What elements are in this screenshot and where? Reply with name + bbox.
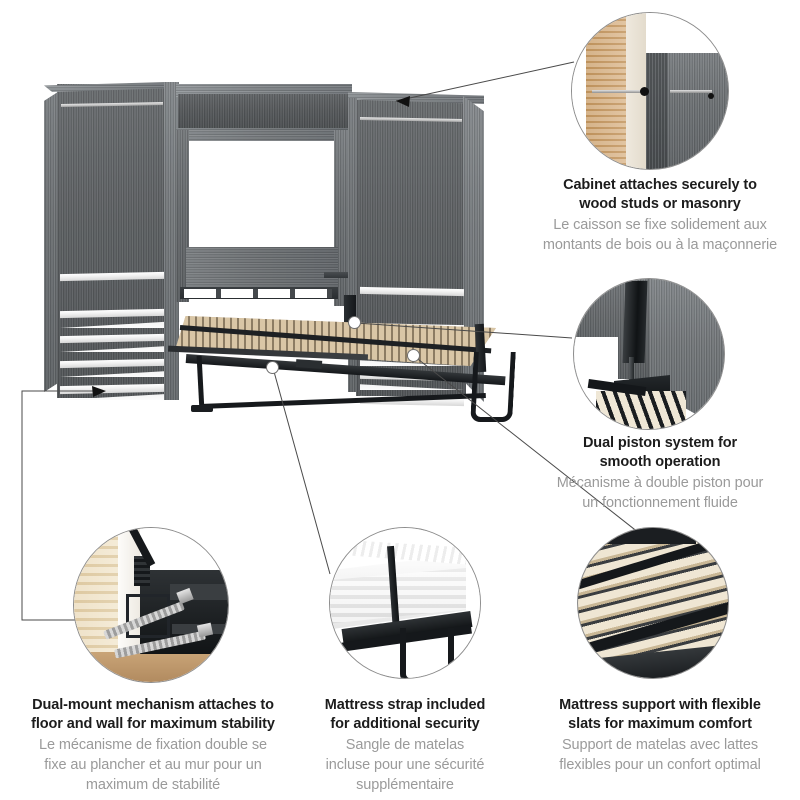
bed-leg-front-bar xyxy=(199,393,486,409)
callout-dot-slats[interactable] xyxy=(407,349,420,362)
wood-floor xyxy=(74,652,228,682)
caption-dual-mount: Dual-mount mechanism attaches to floor a… xyxy=(8,696,298,795)
caption-fr-line2: flexibles pour un confort optimal xyxy=(559,756,761,773)
piston-cylinder xyxy=(622,281,648,363)
cabinet-open-recess xyxy=(188,141,336,249)
detail-photo-piston-mechanism xyxy=(573,278,725,430)
caption-fr-line1: Sangle de matelas xyxy=(345,736,465,753)
left-tower-interior-back xyxy=(57,84,165,398)
headboard-panel xyxy=(186,247,338,289)
frame-top-strip xyxy=(604,528,696,544)
caption-fr-line2: montants de bois ou à la maçonnerie xyxy=(542,236,778,253)
cabinet-header-shelf xyxy=(176,128,352,141)
screw-head xyxy=(708,93,714,99)
piston-rod xyxy=(629,357,634,383)
caption-dual-piston: Dual piston system for smooth operation … xyxy=(520,434,800,513)
bed-leg-left-foot xyxy=(191,405,213,412)
detail-photo-wood-slats xyxy=(577,527,729,679)
wall-stud-scene xyxy=(572,13,728,169)
caption-fr-line2: fixe au plancher et au mur pour un xyxy=(44,756,262,773)
caption-en-line2: smooth operation xyxy=(599,454,721,471)
caption-fr-line1: Support de matelas avec lattes xyxy=(561,736,759,753)
callout-dot-piston[interactable] xyxy=(348,316,361,329)
caption-en-line1: Dual-mount mechanism attaches to xyxy=(32,697,274,713)
cabinet-left-stile xyxy=(176,130,189,302)
caption-en-line1: Cabinet attaches securely to xyxy=(563,177,757,193)
cabinet-top-panel xyxy=(176,84,352,97)
caption-en-line1: Mattress strap included xyxy=(324,697,486,713)
center-bed-cabinet xyxy=(176,84,354,344)
right-tower-left-stile xyxy=(348,98,357,392)
caption-fr-line1: Le caisson se fixe solidement aux xyxy=(553,216,767,233)
caption-en-line1: Mattress support with flexible xyxy=(559,697,761,713)
mounting-screw xyxy=(670,90,712,93)
bed-leg xyxy=(400,628,454,678)
mattress-strap-scene xyxy=(330,528,480,678)
caption-en-line2: for additional security xyxy=(330,716,480,733)
bed-leg-right xyxy=(470,352,516,422)
screw-head xyxy=(640,87,649,96)
piston-scene xyxy=(574,279,724,429)
product-illustration xyxy=(0,0,560,440)
bracket-frame xyxy=(126,594,170,638)
caption-fr-line3: maximum de stabilité xyxy=(85,777,221,794)
cabinet-panel-face xyxy=(668,53,728,169)
detail-photo-wall-stud-screw xyxy=(571,12,729,170)
bed-slats-in-detail xyxy=(596,391,686,429)
mounting-screw xyxy=(592,90,642,93)
cabinet-upper-cavity xyxy=(178,94,350,130)
detail-photo-mattress-strap xyxy=(329,527,481,679)
caption-en-line1: Dual piston system for xyxy=(582,435,738,451)
caption-mattress-strap: Mattress strap included for additional s… xyxy=(303,696,507,795)
floor-wall-mount-scene xyxy=(74,528,228,682)
caption-fr-line2: incluse pour une sécurité xyxy=(325,756,485,773)
caption-fr-line2: un fonctionnement fluide xyxy=(582,494,738,511)
headboard-rail-openings xyxy=(184,289,332,298)
left-tower-front-stile xyxy=(164,82,179,400)
cabinet-right-stile xyxy=(334,130,352,306)
caption-en-line2: floor and wall for maximum stability xyxy=(31,716,275,733)
caption-cabinet-attachment: Cabinet attaches securely to wood studs … xyxy=(520,176,800,255)
bed-hardware-block xyxy=(295,359,323,369)
caption-flexible-slats: Mattress support with flexible slats for… xyxy=(520,696,800,775)
caption-fr-line1: Le mécanisme de fixation double se xyxy=(39,736,267,753)
caption-fr-line3: supplémentaire xyxy=(356,777,454,794)
detail-photo-floor-wall-mount xyxy=(73,527,229,683)
bed-hardware-bracket xyxy=(324,272,354,278)
caption-en-line2: wood studs or masonry xyxy=(579,196,741,213)
wood-slats-scene xyxy=(578,528,728,678)
left-tower-top-panel xyxy=(44,82,179,92)
callout-dot-mattress-strap[interactable] xyxy=(266,361,279,374)
bed-platform xyxy=(167,295,546,430)
left-tower-side-panel xyxy=(44,92,58,392)
caption-en-line2: slats for maximum comfort xyxy=(568,716,752,733)
left-storage-tower xyxy=(44,82,179,400)
cabinet-panel-edge xyxy=(646,53,668,169)
caption-fr-line1: Mécanisme à double piston pour xyxy=(556,474,764,491)
